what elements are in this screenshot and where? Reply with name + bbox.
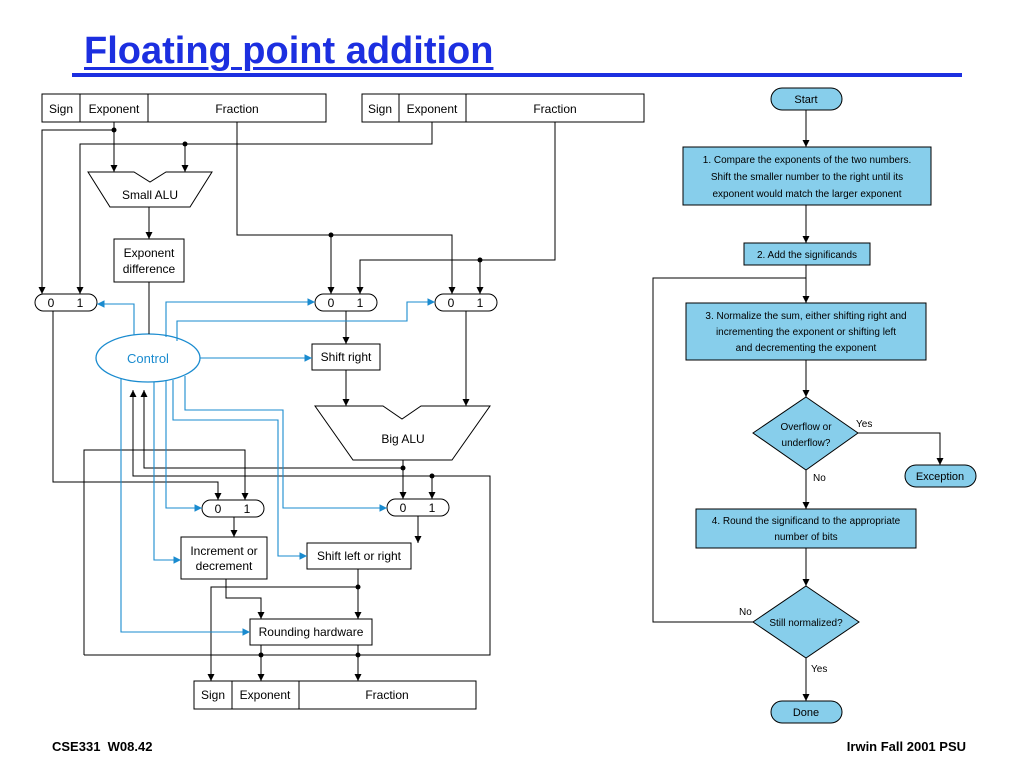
shift-left-right-label: Shift left or right (317, 549, 402, 563)
flow-exception-label: Exception (916, 471, 964, 483)
mux-fraction-normalize-1: 1 (429, 501, 436, 515)
control-signal-wires (97, 298, 435, 636)
output-exponent-label: Exponent (240, 688, 291, 702)
flow-decision-overflow-yes: Yes (856, 419, 872, 430)
mux-alu-input-1: 1 (477, 296, 484, 310)
flow-start-label: Start (794, 94, 817, 106)
flow-step1 (682, 146, 932, 206)
shift-right-label: Shift right (321, 350, 372, 364)
flow-decision-normalized-no: No (739, 607, 752, 618)
flow-step1-line1: 1. Compare the exponents of the two numb… (703, 155, 911, 166)
output-register (193, 680, 477, 710)
small-alu-label: Small ALU (122, 188, 178, 202)
input-register-a (41, 93, 327, 123)
slide-title: Floating point addition (84, 30, 494, 72)
datapath-wires (38, 122, 556, 681)
flow-step3-line1: 3. Normalize the sum, either shifting ri… (705, 311, 906, 322)
mux-shift-input-0: 0 (328, 296, 335, 310)
mux-exponent-select-0: 0 (48, 296, 55, 310)
flow-step4 (695, 508, 917, 549)
output-sign-label: Sign (201, 688, 225, 702)
flow-done-label: Done (793, 707, 819, 719)
mux-fraction-normalize (386, 498, 450, 517)
flow-decision-normalized (752, 585, 860, 659)
flow-step4-line2: number of bits (774, 532, 837, 543)
flow-step3-line3: and decrementing the exponent (736, 343, 877, 354)
flow-exception (904, 464, 977, 488)
flow-step2-label: 2. Add the significands (757, 250, 857, 261)
input-b-sign-label: Sign (368, 102, 392, 116)
input-register-b (361, 93, 645, 123)
exponent-difference-label-2: difference (123, 262, 176, 276)
flow-decision-overflow (752, 396, 859, 471)
flow-step3-line2: incrementing the exponent or shifting le… (716, 327, 896, 338)
title-underline-rule (72, 73, 962, 77)
increment-decrement-box (180, 536, 268, 580)
mux-shift-input (314, 293, 378, 312)
flow-done (770, 700, 843, 724)
exponent-difference-label-1: Exponent (124, 246, 175, 260)
output-fraction-label: Fraction (365, 688, 408, 702)
flow-decision-normalized-yes: Yes (811, 664, 827, 675)
mux-exponent-adjust-1: 1 (244, 502, 251, 516)
flowchart-connectors (652, 110, 944, 701)
flow-decision-overflow-line2: underflow? (782, 438, 831, 449)
flow-step1-line2: Shift the smaller number to the right un… (711, 172, 903, 183)
input-a-sign-label: Sign (49, 102, 73, 116)
mux-exponent-adjust (201, 499, 265, 518)
input-a-fraction-label: Fraction (215, 102, 258, 116)
big-alu-shape (314, 405, 491, 461)
mux-alu-input-0: 0 (448, 296, 455, 310)
big-alu-label: Big ALU (381, 432, 424, 446)
flow-step4-line1: 4. Round the significand to the appropri… (712, 516, 901, 527)
increment-decrement-label-2: decrement (196, 559, 253, 573)
flow-step3 (685, 302, 927, 361)
shift-left-right-box (306, 542, 412, 570)
mux-exponent-select (34, 293, 98, 312)
input-b-exponent-label: Exponent (407, 102, 458, 116)
flow-decision-normalized-label: Still normalized? (769, 618, 843, 629)
flow-step1-line3: exponent would match the larger exponent (712, 189, 901, 200)
rounding-hardware-label: Rounding hardware (259, 625, 364, 639)
mux-alu-input (434, 293, 498, 312)
rounding-hardware-box (249, 618, 373, 646)
control-label: Control (127, 351, 169, 366)
mux-exponent-select-1: 1 (77, 296, 84, 310)
wire-junction-dots (111, 127, 483, 658)
mux-shift-input-1: 1 (357, 296, 364, 310)
mux-exponent-adjust-0: 0 (215, 502, 222, 516)
small-alu-shape (87, 171, 213, 208)
flow-decision-overflow-line1: Overflow or (780, 422, 832, 433)
flow-step2 (743, 242, 871, 266)
footer-author-label: Irwin Fall 2001 PSU (846, 739, 966, 754)
input-b-fraction-label: Fraction (533, 102, 576, 116)
input-a-exponent-label: Exponent (89, 102, 140, 116)
flow-start (770, 87, 843, 111)
increment-decrement-label-1: Increment or (190, 544, 257, 558)
flow-decision-overflow-no: No (813, 473, 826, 484)
footer-course-label: CSE331 W08.42 (52, 739, 153, 754)
mux-fraction-normalize-0: 0 (400, 501, 407, 515)
